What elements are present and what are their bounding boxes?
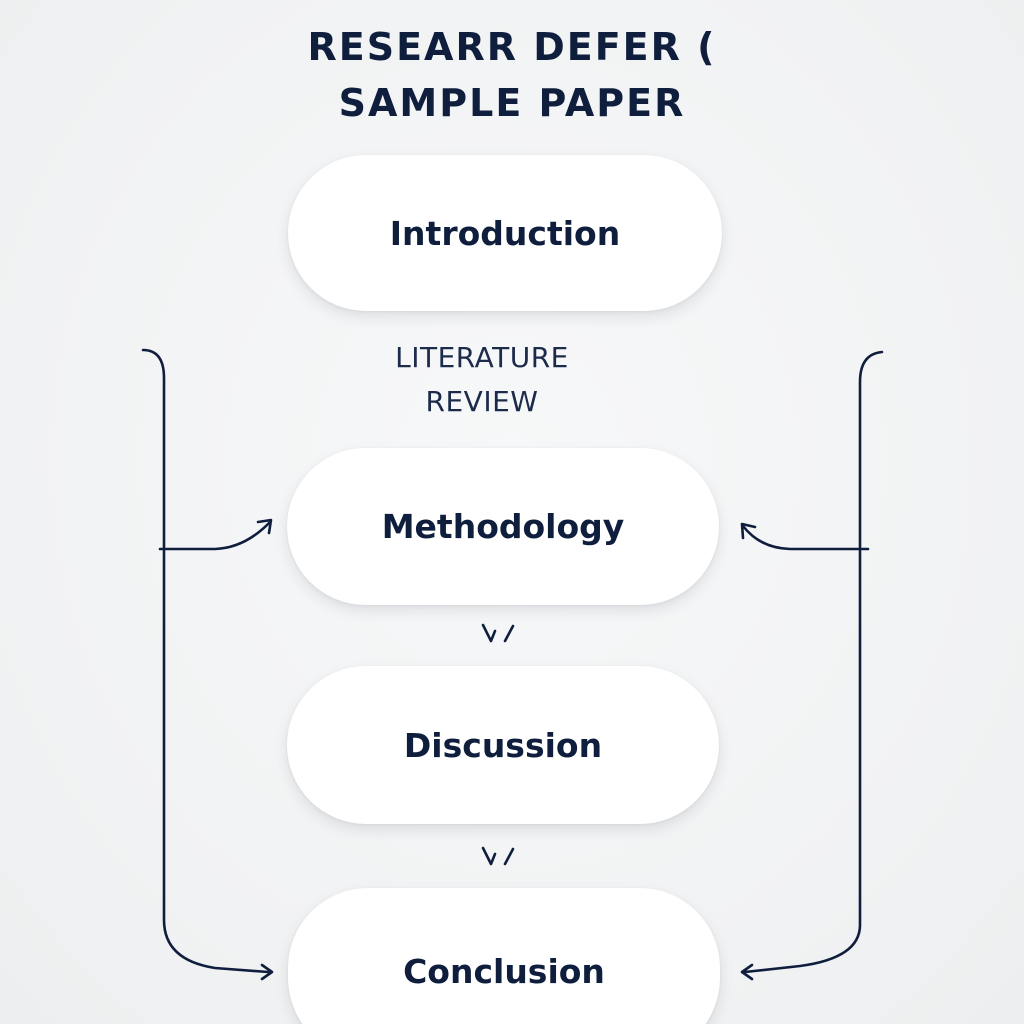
conclusion-node: Conclusion [288, 888, 720, 1024]
diagram-title-line-1: RESEARR DEFER ( [307, 25, 717, 69]
method-to-discussion-arrow-left [481, 623, 497, 643]
conclusion-label: Conclusion [403, 952, 605, 991]
discussion-to-conclusion-arrow-left [481, 846, 497, 866]
left-methodology-arrowhead [256, 518, 273, 535]
discussion-label: Discussion [403, 725, 603, 765]
literature-review-label-line-1: LITERATURE [395, 341, 569, 374]
diagram-title-line-2: SAMPLE PAPER [338, 81, 686, 125]
right-methodology-arrowhead [740, 522, 757, 540]
discussion-to-conclusion-arrow-right [503, 847, 515, 866]
right-feedback-line [743, 350, 884, 974]
right-methodology-connector [741, 524, 870, 551]
methodology-node: Methodology [287, 448, 719, 605]
discussion-node: Discussion [287, 666, 719, 824]
left-feedback-line [141, 348, 270, 974]
literature-review-label-line-2: REVIEW [425, 385, 539, 418]
right-conclusion-arrowhead [740, 963, 754, 981]
left-conclusion-arrowhead [260, 963, 274, 981]
left-methodology-connector [158, 520, 272, 551]
methodology-label: Methodology [381, 507, 625, 546]
introduction-label: Introduction [389, 213, 621, 253]
introduction-node: Introduction [288, 155, 722, 311]
method-to-discussion-arrow-right [503, 624, 515, 643]
